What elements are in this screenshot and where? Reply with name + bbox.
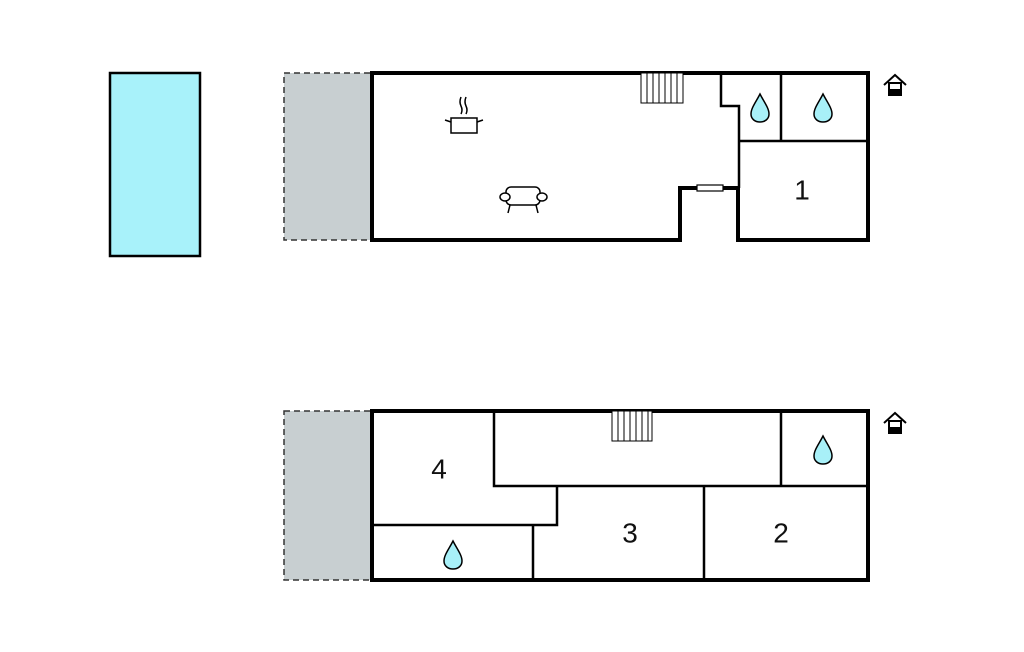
bathroom-drop-icon: [750, 93, 770, 123]
interior-walls: [719, 73, 868, 188]
door: [696, 184, 724, 192]
pool: [108, 71, 202, 258]
house-icon: [883, 74, 907, 96]
sofa-icon: [499, 186, 548, 214]
bathroom-drop-icon: [813, 435, 833, 465]
outer-wall: [370, 71, 870, 242]
ground-floor: 1: [283, 71, 907, 242]
interior-walls: [372, 411, 868, 580]
room-label: 3: [622, 517, 638, 548]
room-label: 4: [431, 453, 447, 484]
terrace: [283, 72, 373, 241]
bathroom-drop-icon: [813, 93, 833, 123]
terrace: [283, 410, 373, 581]
kitchen-pot-icon: [444, 96, 484, 134]
room-label: 2: [773, 517, 789, 548]
bathroom-drop-icon: [443, 540, 463, 570]
upper-floor: 4 3 2: [283, 409, 907, 582]
room-label: 1: [794, 174, 810, 205]
stairs-icon: [640, 72, 684, 104]
house-icon: [883, 412, 907, 434]
stairs-icon: [611, 410, 653, 442]
